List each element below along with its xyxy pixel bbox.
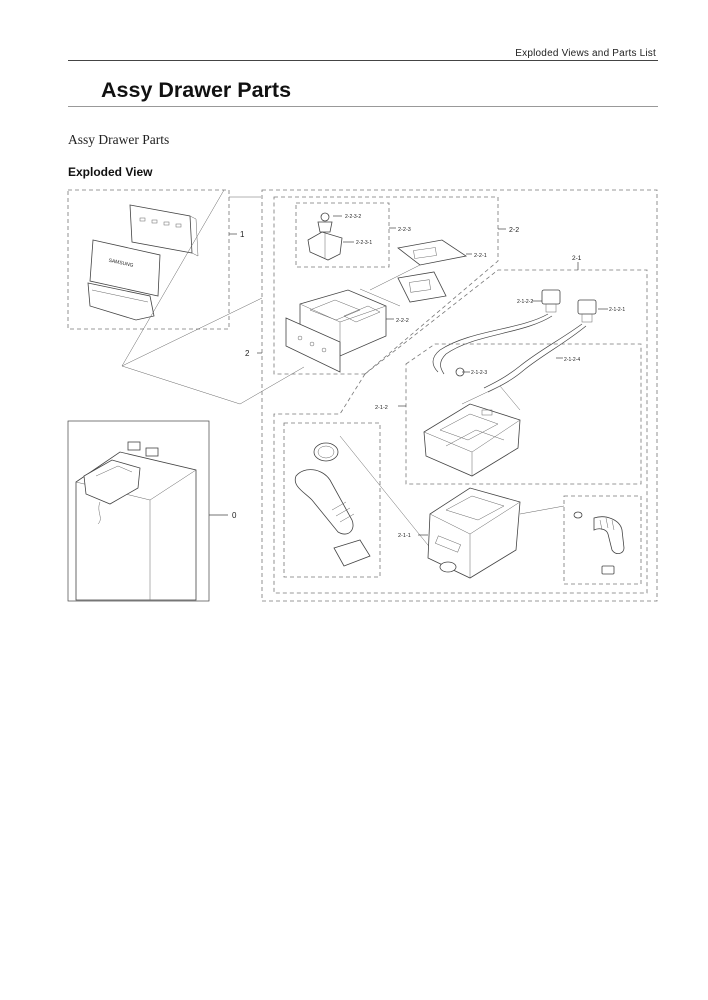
drain-hose-box <box>563 495 642 585</box>
callout-2-1: 2-1 <box>572 255 582 262</box>
drain-hose-part <box>593 516 625 554</box>
group-2-2-3-box <box>295 202 390 268</box>
drawer-housing-part <box>427 487 521 579</box>
section-title: Assy Drawer Parts <box>68 132 170 147</box>
subsection-title: Exploded View <box>68 165 153 179</box>
callout-2-1-1: 2-1-1 <box>398 533 411 539</box>
group-2-1-box <box>273 269 648 594</box>
group-1-box <box>67 189 230 330</box>
callout-2-2-3-1: 2-2-3-1 <box>356 240 372 246</box>
hose-clip-part <box>601 565 615 575</box>
callout-2-2: 2-2 <box>509 227 519 234</box>
callout-2-2-1: 2-2-1 <box>474 253 487 259</box>
callout-2: 2 <box>245 349 250 358</box>
valve-right <box>577 299 597 315</box>
hose-b <box>483 323 583 389</box>
drawer-handle-part <box>87 282 155 321</box>
cover-plate-lower <box>397 271 447 303</box>
housing-frame-part <box>423 403 521 477</box>
callout-2-1-2-4: 2-1-2-4 <box>564 357 580 363</box>
callout-2-1-2-1: 2-1-2-1 <box>609 307 625 313</box>
group-0-box <box>67 420 210 602</box>
callout-2-2-3-2: 2-2-3-2 <box>345 214 361 220</box>
group-2-2-box <box>273 196 499 375</box>
hose-a <box>432 313 549 373</box>
header-section-label: Exploded Views and Parts List <box>515 48 656 59</box>
document-title: Assy Drawer Parts <box>101 78 292 102</box>
control-panel-part <box>129 204 193 254</box>
cabinet-drawer-part <box>83 459 141 505</box>
callout-0: 0 <box>232 511 237 520</box>
water-valves: 2-1-2-2 2-1-2-1 <box>517 289 625 323</box>
group-1-drawer-handle: SAMSUNG 1 <box>67 189 245 330</box>
cap-part <box>317 221 333 233</box>
bellows-hose-part <box>294 469 354 535</box>
clamp-ring <box>313 442 339 462</box>
cover-plate-upper <box>397 239 468 266</box>
valve-left <box>541 289 561 305</box>
drawer-front-part <box>89 239 161 297</box>
drawer-front-face <box>285 317 341 373</box>
callout-2-1-2-2: 2-1-2-2 <box>517 299 533 305</box>
group-2-1-2-box <box>405 343 642 485</box>
callout-2-1-2-3: 2-1-2-3 <box>471 370 487 376</box>
callout-2-2-3: 2-2-3 <box>398 227 411 233</box>
hose-connector-part <box>333 539 371 567</box>
header-rule <box>68 60 658 61</box>
title-rule <box>68 106 658 107</box>
callout-1: 1 <box>240 230 245 239</box>
group-0-washer: 0 <box>67 420 237 602</box>
group-2-box <box>261 189 658 602</box>
callout-2-2-2: 2-2-2 <box>396 318 409 324</box>
callout-2-1-2: 2-1-2 <box>375 405 388 411</box>
brand-text: SAMSUNG <box>108 258 134 269</box>
group-2-1-1-box <box>283 422 381 578</box>
